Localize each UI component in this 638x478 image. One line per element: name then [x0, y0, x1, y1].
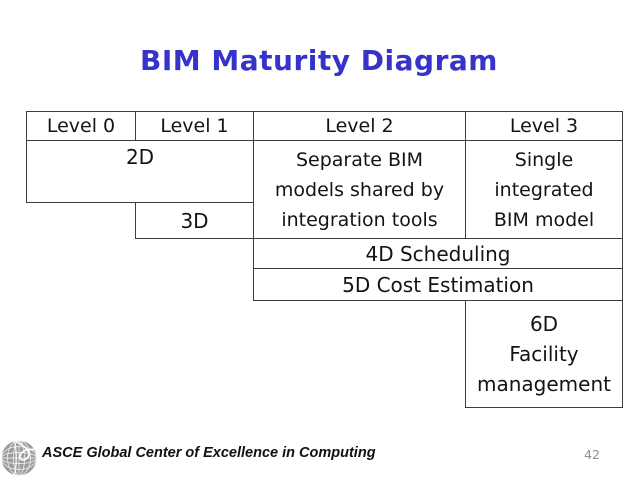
asce-globe-icon	[1, 439, 38, 477]
header-cell-level0: Level 0	[26, 111, 136, 141]
cell-line: integrated	[494, 178, 594, 201]
cell-line: Separate BIM	[295, 148, 424, 171]
header-cell-level2: Level 2	[253, 111, 466, 141]
header-cell-level1: Level 1	[135, 111, 254, 141]
cell-line: integration tools	[281, 208, 438, 231]
cell-single-integrated-model: Single integrated BIM model	[465, 140, 623, 239]
cell-line: Single	[514, 148, 574, 171]
footer-org-label: ASCE Global Center of Excellence in Comp…	[42, 445, 376, 461]
cell-separate-bim-models: Separate BIM models shared by integratio…	[253, 140, 466, 239]
cell-4d-scheduling: 4D Scheduling	[253, 238, 623, 269]
cell-2d: 2D	[26, 140, 254, 203]
slide-title: BIM Maturity Diagram	[140, 44, 498, 77]
cell-line: 6D	[529, 312, 559, 336]
cell-line: models shared by	[274, 178, 445, 201]
cell-line: BIM model	[493, 208, 595, 231]
cell-line: Facility	[509, 342, 579, 366]
cell-3d: 3D	[135, 202, 254, 239]
header-cell-level3: Level 3	[465, 111, 623, 141]
cell-5d-cost-estimation: 5D Cost Estimation	[253, 268, 623, 301]
cell-line: management	[477, 372, 611, 396]
page-number: 42	[584, 447, 600, 462]
cell-6d-facility-management: 6D Facility management	[465, 300, 623, 408]
